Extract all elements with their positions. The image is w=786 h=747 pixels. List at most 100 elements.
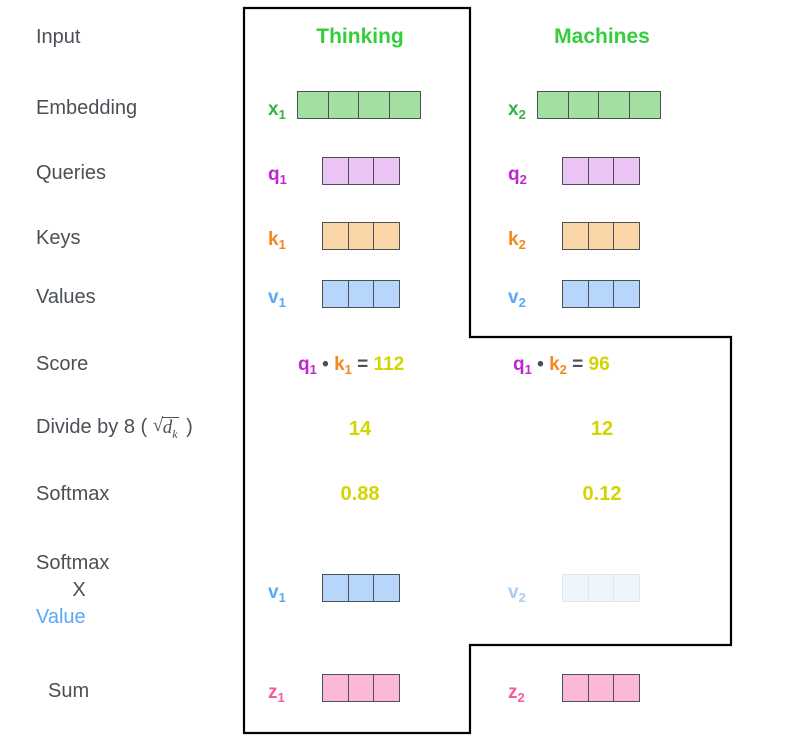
weighted-value-label-v1-base: v bbox=[268, 582, 279, 603]
vector-cell bbox=[613, 280, 640, 308]
vector-cell bbox=[297, 91, 329, 119]
vector-cell bbox=[587, 574, 615, 602]
sum-label-z2-sub: 2 bbox=[517, 690, 525, 705]
row-label-sum: Sum bbox=[48, 680, 90, 702]
vector-cell bbox=[373, 222, 400, 250]
vector-cells-x2 bbox=[537, 91, 661, 119]
score-formula-column-1: q1 • k1 = 112 bbox=[298, 354, 405, 377]
softmax-times-value-line-1: Softmax bbox=[36, 552, 110, 574]
vector-label-v1: v1 bbox=[268, 287, 286, 310]
softmax-value-column-1: 0.88 bbox=[340, 483, 380, 505]
vector-cell bbox=[587, 280, 615, 308]
vector-cell bbox=[358, 91, 390, 119]
vector-cell bbox=[347, 280, 375, 308]
vector-cell bbox=[587, 674, 615, 702]
sum-cells-z1 bbox=[322, 674, 400, 702]
vector-cell bbox=[322, 574, 349, 602]
vector-cells-x1 bbox=[297, 91, 421, 119]
vector-label-v1-base: v bbox=[268, 287, 279, 308]
divide-prefix-text: Divide by 8 ( bbox=[36, 416, 148, 438]
vector-cell bbox=[322, 157, 349, 185]
column-heading-thinking: Thinking bbox=[316, 25, 404, 48]
row-label-softmax: Softmax bbox=[36, 483, 110, 505]
vector-cell bbox=[373, 280, 400, 308]
weighted-value-label-v1: v1 bbox=[268, 582, 286, 604]
divided-value-column-1: 14 bbox=[348, 418, 372, 440]
vector-cell bbox=[613, 674, 640, 702]
divided-value-column-2: 12 bbox=[590, 418, 614, 440]
vector-cell bbox=[322, 222, 349, 250]
sum-label-z2-base: z bbox=[508, 682, 518, 703]
vector-cell bbox=[327, 91, 360, 119]
vector-cell bbox=[613, 157, 640, 185]
row-label-divide: Divide by 8 ( dk ) bbox=[36, 416, 193, 440]
score-equals-sign: = bbox=[572, 354, 584, 375]
vector-cell bbox=[347, 222, 375, 250]
vector-cell bbox=[562, 574, 589, 602]
vector-label-x2: x2 bbox=[508, 100, 526, 121]
vector-cell bbox=[562, 222, 589, 250]
vector-cell bbox=[613, 574, 640, 602]
divide-suffix-text: ) bbox=[186, 416, 193, 438]
vector-cell bbox=[587, 222, 615, 250]
vector-cell bbox=[322, 280, 349, 308]
vector-label-v2-base: v bbox=[508, 287, 519, 308]
score-q-term: q bbox=[513, 354, 525, 375]
vector-label-v2: v2 bbox=[508, 287, 526, 309]
sum-cells-z2 bbox=[562, 674, 640, 702]
row-label-input: Input bbox=[36, 26, 81, 48]
vector-cell bbox=[628, 91, 661, 119]
vector-label-k1-base: k bbox=[268, 229, 279, 250]
row-label-values: Values bbox=[36, 286, 96, 308]
column-heading-machines: Machines bbox=[554, 25, 650, 48]
vector-cells-v1 bbox=[322, 280, 400, 308]
vector-label-x1-base: x bbox=[268, 99, 279, 120]
vector-cell bbox=[373, 574, 400, 602]
vector-label-q1-base: q bbox=[268, 164, 280, 185]
score-q-sub: 1 bbox=[309, 362, 317, 377]
vector-label-v1-sub: 1 bbox=[278, 295, 286, 310]
sum-label-z2: z2 bbox=[508, 682, 525, 705]
vector-cells-k1 bbox=[322, 222, 400, 250]
vector-cell bbox=[373, 674, 400, 702]
score-k-sub: 1 bbox=[344, 362, 352, 377]
sum-label-z1-base: z bbox=[268, 682, 278, 703]
vector-cell bbox=[347, 574, 375, 602]
vector-cell bbox=[537, 91, 569, 119]
vector-cell bbox=[388, 91, 421, 119]
vector-cells-k2 bbox=[562, 222, 640, 250]
softmax-times-value-line-2: X bbox=[72, 579, 86, 601]
vector-label-x1-sub: 1 bbox=[278, 107, 286, 122]
row-label-keys: Keys bbox=[36, 227, 81, 249]
vector-cell bbox=[373, 157, 400, 185]
vector-label-q1: q1 bbox=[268, 164, 287, 186]
vector-cell bbox=[562, 157, 589, 185]
vector-label-k2-base: k bbox=[508, 229, 519, 250]
sum-label-z1-sub: 1 bbox=[277, 690, 285, 705]
row-label-queries: Queries bbox=[36, 162, 107, 184]
sum-label-z1: z1 bbox=[268, 682, 285, 705]
score-q-sub: 1 bbox=[524, 362, 532, 377]
score-dot-operator: • bbox=[537, 354, 544, 375]
score-q-term: q bbox=[298, 354, 310, 375]
vector-label-k1-sub: 1 bbox=[278, 237, 286, 252]
vector-cells-q2 bbox=[562, 157, 640, 185]
weighted-value-cells-v2 bbox=[562, 574, 640, 602]
vector-label-k2-sub: 2 bbox=[518, 237, 526, 252]
weighted-value-label-v2-base: v bbox=[508, 582, 519, 603]
row-label-score: Score bbox=[36, 353, 89, 375]
score-result-value: 112 bbox=[373, 354, 405, 375]
vector-label-q2-base: q bbox=[508, 164, 520, 185]
softmax-value-column-2: 0.12 bbox=[582, 483, 622, 505]
vector-cell bbox=[322, 674, 349, 702]
vector-cell bbox=[562, 280, 589, 308]
divide-radicand: d bbox=[162, 417, 173, 438]
vector-label-x1: x1 bbox=[268, 99, 286, 122]
vector-cell bbox=[613, 222, 640, 250]
weighted-value-label-v2: v2 bbox=[508, 582, 526, 604]
vector-label-q2-sub: 2 bbox=[519, 172, 527, 187]
vector-label-q2: q2 bbox=[508, 164, 527, 187]
sqrt-dk-icon: dk bbox=[153, 416, 181, 440]
weighted-value-cells-v1 bbox=[322, 574, 400, 602]
vector-cell bbox=[347, 674, 375, 702]
